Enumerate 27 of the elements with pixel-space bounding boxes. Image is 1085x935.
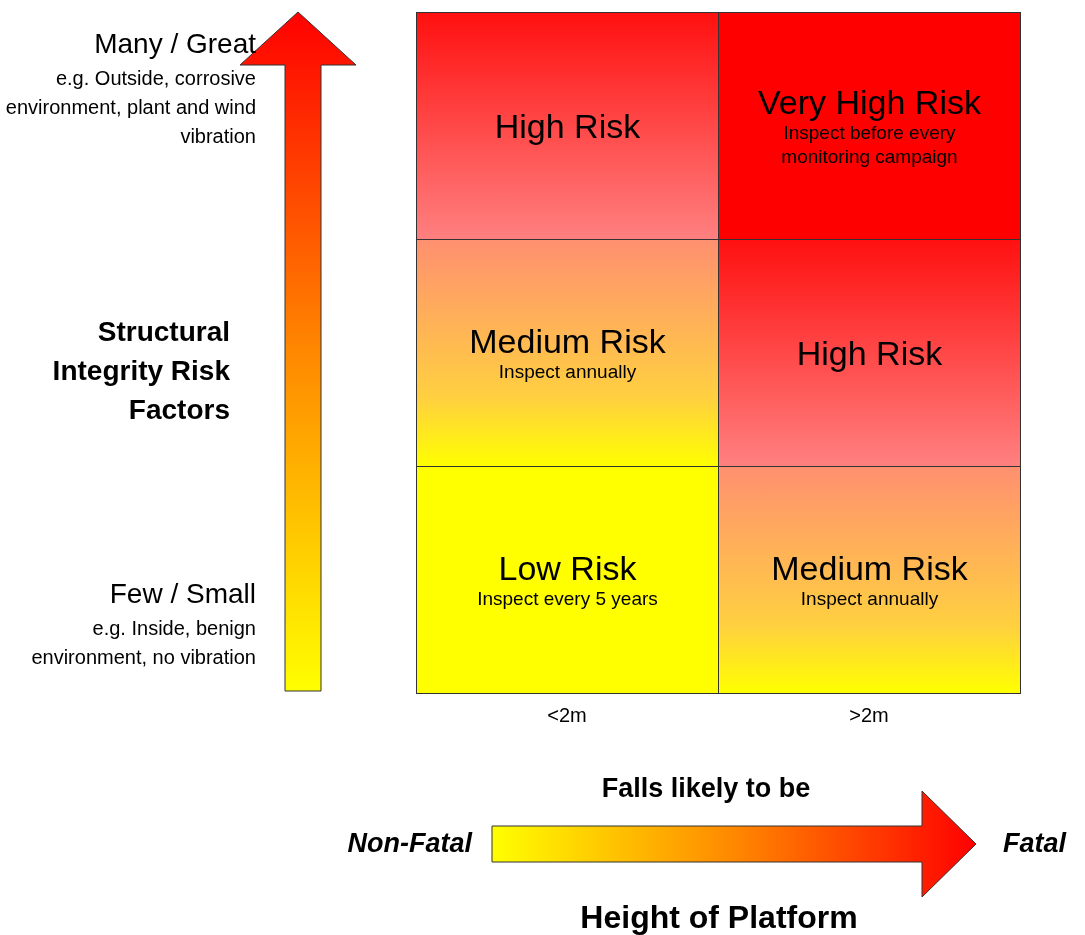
risk-level: High Risk [494,107,641,145]
axis-note: e.g. Inside, benign environment, no vibration [30,616,256,670]
risk-cell [718,466,1021,694]
scale-end-label: Non-Fatal [346,827,472,860]
axis-title: Structural Integrity Risk Factors [51,315,230,427]
risk-cell [416,466,719,694]
risk-level: High Risk [796,334,943,372]
scale-end-label: Fatal [1003,827,1068,860]
risk-cell [416,239,719,467]
inspection-note: Inspect annually [497,360,638,384]
inspection-note: Inspect before every monitoring campaign [780,121,959,169]
risk-level: Very High Risk [758,83,981,121]
axis-note: e.g. Outside, corrosive environment, plant and wind vibration [4,66,256,149]
scale-caption: Falls likely to be [600,772,812,805]
axis-end-label: Few / Small [108,578,256,610]
inspection-note: Inspect every 5 years [476,587,659,611]
risk-level: Medium Risk [469,322,666,360]
risk-level: Medium Risk [771,549,968,587]
risk-cell [718,12,1021,240]
risk-cell [416,12,719,240]
column-label: <2m [546,703,588,727]
inspection-note: Inspect annually [799,587,940,611]
axis-end-label: Many / Great [93,28,256,60]
column-label: >2m [848,703,890,727]
risk-cell [718,239,1021,467]
risk-level: Low Risk [498,549,637,587]
axis-title: Height of Platform [579,898,859,935]
